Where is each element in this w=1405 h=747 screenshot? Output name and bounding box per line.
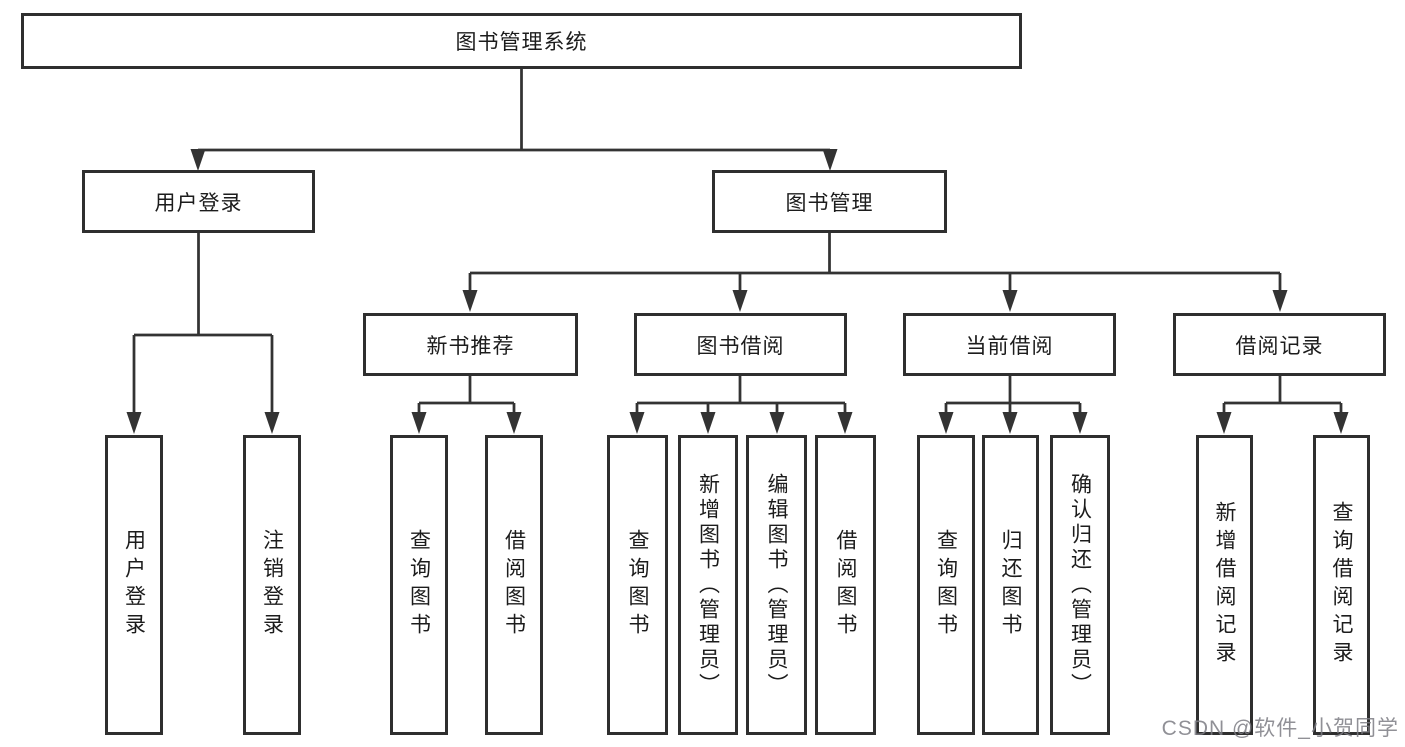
leaf-add-book-admin-label: 新增图书（管理员） <box>696 472 720 698</box>
node-current-borrow: 当前借阅 <box>903 313 1116 376</box>
node-book-management-label: 图书管理 <box>785 191 874 215</box>
leaf-query-book-recommend: 查询图书 <box>390 435 448 735</box>
csdn-watermark: CSDN @软件_小贺同学 <box>1161 717 1399 740</box>
leaf-borrow-book: 借阅图书 <box>815 435 876 735</box>
node-book-borrow-label: 图书借阅 <box>696 334 785 358</box>
leaf-query-book-borrow-label: 查询图书 <box>626 529 649 641</box>
leaf-return-book-label: 归还图书 <box>999 529 1022 641</box>
node-new-book-recommend: 新书推荐 <box>363 313 578 376</box>
leaf-user-login: 用户登录 <box>105 435 163 735</box>
leaf-borrow-book-recommend-label: 借阅图书 <box>502 529 526 641</box>
leaf-add-borrow-record: 新增借阅记录 <box>1196 435 1253 735</box>
leaf-query-borrow-record: 查询借阅记录 <box>1313 435 1370 735</box>
node-book-borrow: 图书借阅 <box>634 313 847 376</box>
node-borrow-record-label: 借阅记录 <box>1235 334 1324 358</box>
leaf-query-book-borrow: 查询图书 <box>607 435 668 735</box>
leaf-query-book-recommend-label: 查询图书 <box>407 529 431 641</box>
node-root-system: 图书管理系统 <box>21 13 1022 69</box>
leaf-query-book-current: 查询图书 <box>917 435 975 735</box>
leaf-return-book: 归还图书 <box>982 435 1039 735</box>
leaf-add-borrow-record-label: 新增借阅记录 <box>1213 501 1236 669</box>
leaf-user-login-label: 用户登录 <box>122 529 146 641</box>
leaf-confirm-return-admin-label: 确认归还（管理员） <box>1068 472 1092 698</box>
arrowhead-group <box>126 149 1349 434</box>
leaf-query-borrow-record-label: 查询借阅记录 <box>1330 501 1353 669</box>
node-user-login: 用户登录 <box>82 170 315 233</box>
leaf-borrow-book-recommend: 借阅图书 <box>485 435 543 735</box>
node-root-label: 图书管理系统 <box>455 31 588 54</box>
leaf-logout-label: 注销登录 <box>260 529 284 641</box>
node-current-borrow-label: 当前借阅 <box>965 334 1054 358</box>
leaf-query-book-current-label: 查询图书 <box>934 529 958 641</box>
node-borrow-record: 借阅记录 <box>1173 313 1386 376</box>
leaf-edit-book-admin-label: 编辑图书（管理员） <box>765 472 788 698</box>
node-new-book-recommend-label: 新书推荐 <box>426 334 515 358</box>
leaf-confirm-return-admin: 确认归还（管理员） <box>1050 435 1110 735</box>
node-user-login-label: 用户登录 <box>154 191 243 215</box>
leaf-add-book-admin: 新增图书（管理员） <box>678 435 738 735</box>
leaf-borrow-book-label: 借阅图书 <box>834 529 857 641</box>
leaf-logout: 注销登录 <box>243 435 301 735</box>
leaf-edit-book-admin: 编辑图书（管理员） <box>746 435 807 735</box>
node-book-management: 图书管理 <box>712 170 947 233</box>
